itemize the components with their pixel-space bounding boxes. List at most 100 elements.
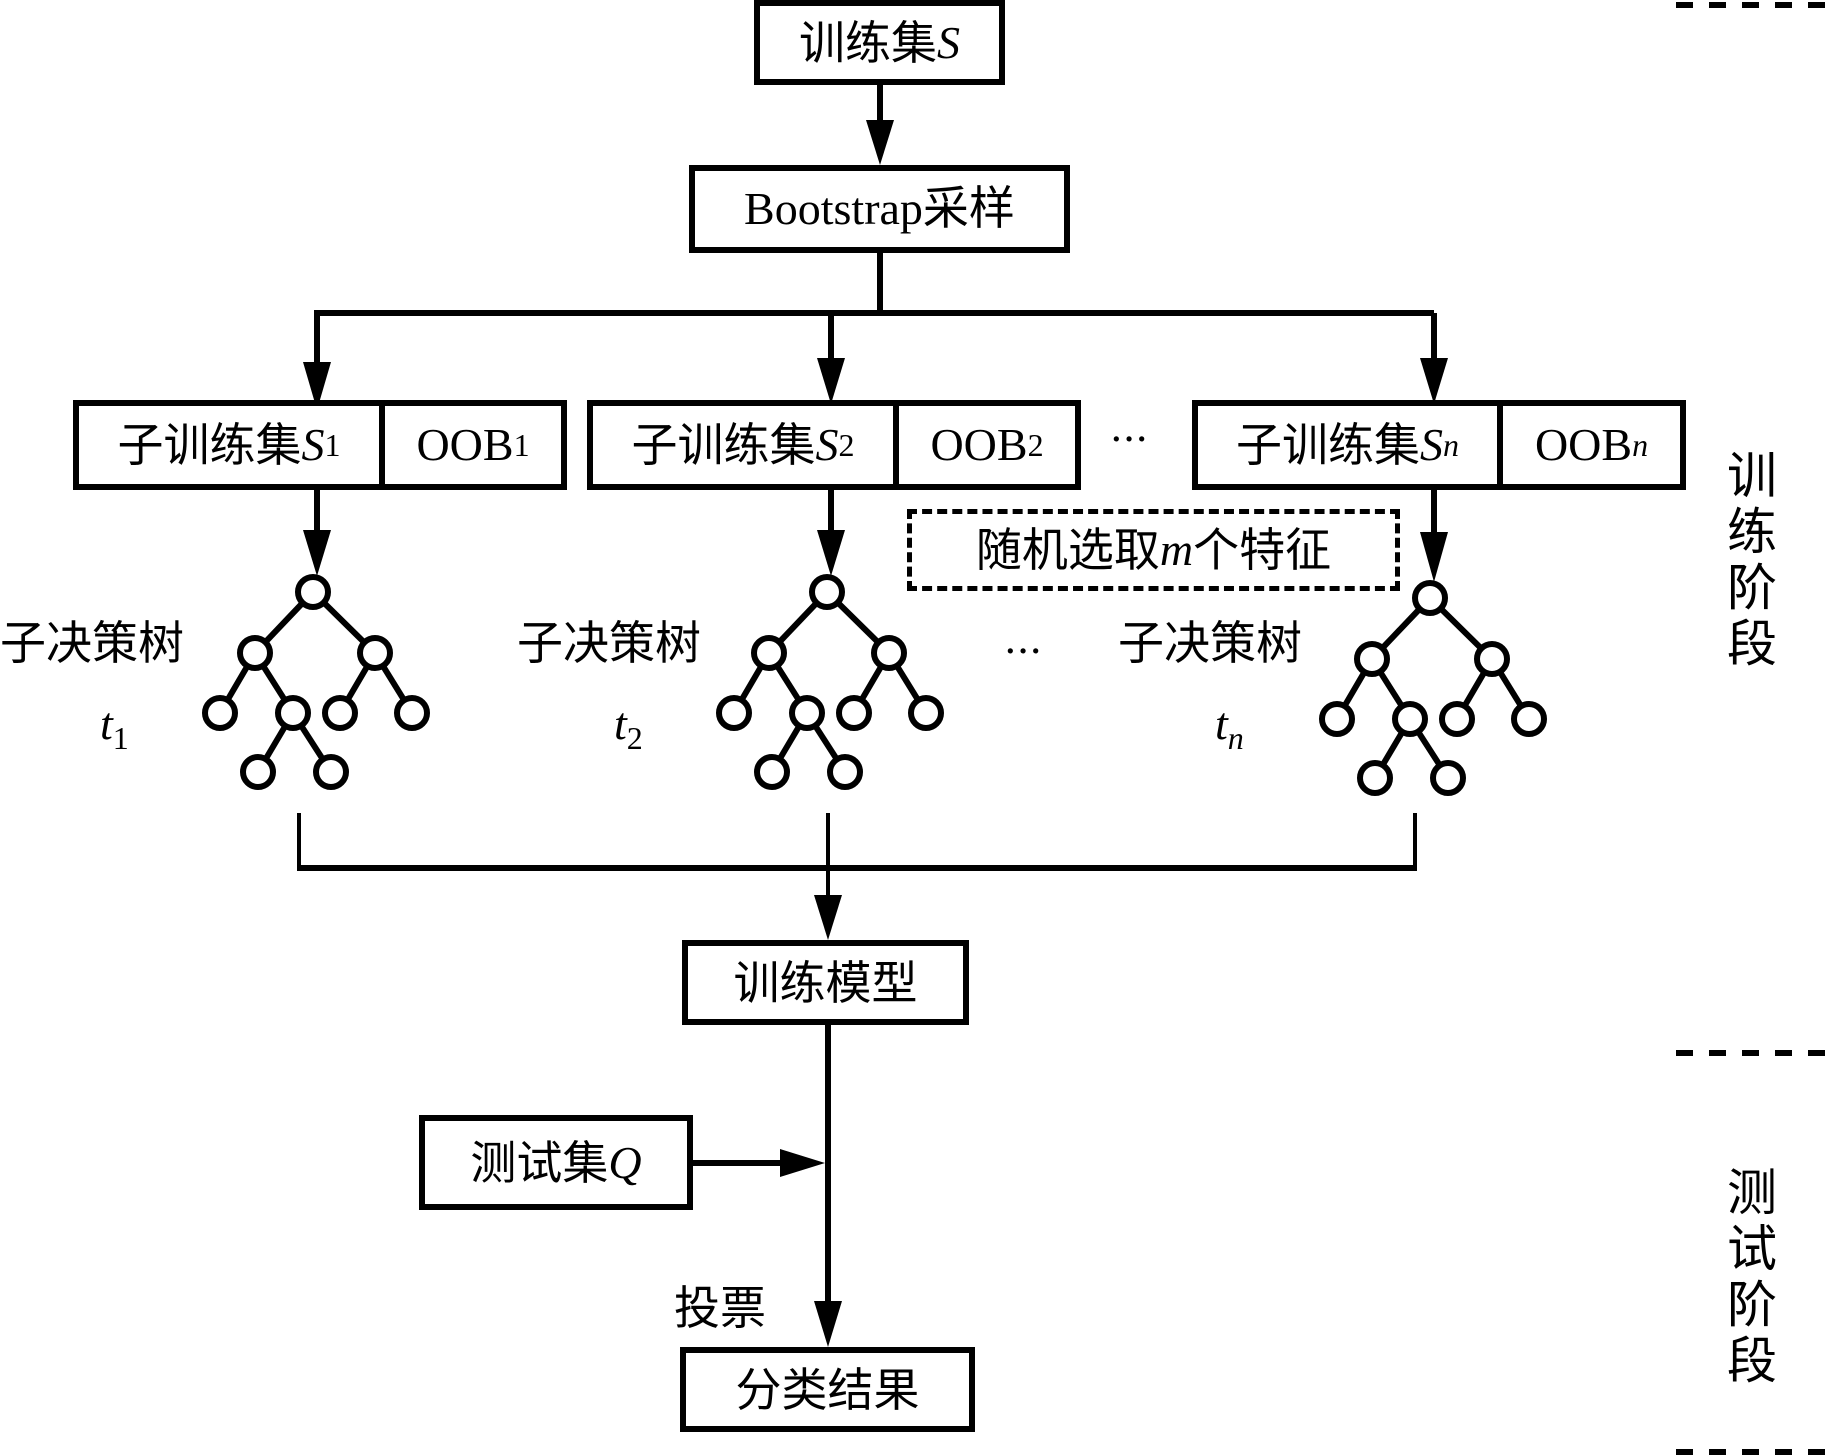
tree-n-var: t <box>1215 698 1228 749</box>
tree-edge <box>777 724 802 761</box>
tree-edge <box>224 664 251 702</box>
tree-node <box>1412 580 1448 616</box>
tree-node <box>202 695 238 731</box>
tree-node <box>789 695 825 731</box>
tree-2-id: t2 <box>614 698 643 755</box>
model-node: 训练模型 <box>682 940 969 1025</box>
model-label: 训练模型 <box>733 955 918 1010</box>
subset-1-var: S <box>301 419 325 470</box>
tree-node <box>751 635 787 671</box>
tree-node <box>836 695 872 731</box>
tree-node <box>716 695 752 731</box>
tree-edge <box>263 724 288 761</box>
tree-edge <box>812 723 840 762</box>
tree-edge <box>1341 670 1368 708</box>
tree-node <box>295 574 331 610</box>
arrowhead-s1 <box>303 362 331 410</box>
phase-label-testing: 测试阶段 <box>1727 1164 1777 1390</box>
tree-node <box>1439 701 1475 737</box>
tree-edge <box>894 664 921 702</box>
decision-tree-icon <box>202 574 430 790</box>
subset-2-var: S <box>815 419 839 470</box>
oob-n-label: OOB <box>1534 419 1633 470</box>
decision-tree-icon <box>1319 580 1547 796</box>
bootstrap-label: Bootstrap采样 <box>744 183 1015 234</box>
subset-1-label: 子训练集 <box>117 418 302 472</box>
training-set-label: 训练集 <box>799 15 937 70</box>
subset-n-label: 子训练集 <box>1236 418 1420 472</box>
tree-2-label: 子决策树 <box>517 616 701 670</box>
tree-node <box>1354 641 1390 677</box>
vote-label: 投票 <box>674 1281 766 1335</box>
arrowhead-sn <box>1420 358 1448 404</box>
tree-node <box>394 695 430 731</box>
tree-node <box>1430 760 1466 796</box>
tree-node <box>1357 760 1393 796</box>
tree-edge <box>835 600 881 645</box>
tree-edge <box>774 664 802 702</box>
arrowhead-test <box>780 1149 825 1177</box>
subset-2-label: 子训练集 <box>631 418 816 472</box>
oob-2-label: OOB <box>930 419 1028 470</box>
arrowhead-tree1 <box>303 530 331 576</box>
tree-node <box>1474 641 1510 677</box>
result-label: 分类结果 <box>735 1362 920 1417</box>
tree-1-label: 子决策树 <box>0 616 184 670</box>
tree-edge <box>321 600 367 645</box>
tree-node <box>313 754 349 790</box>
tree-1-var: t <box>100 698 113 749</box>
tree-1-sub: 1 <box>112 720 129 756</box>
tree-edge <box>1415 729 1443 768</box>
subset-n-sub: n <box>1443 427 1459 463</box>
tree-n-sub: n <box>1227 720 1244 756</box>
tree-node <box>322 695 358 731</box>
tree-node <box>357 635 393 671</box>
tree-edge <box>777 600 819 645</box>
tree-edge <box>738 664 765 702</box>
tree-node <box>237 635 273 671</box>
tree-edge <box>1497 670 1524 708</box>
tree-2-var: t <box>614 698 627 749</box>
tree-node <box>871 635 907 671</box>
subset-n-var: S <box>1420 419 1443 470</box>
tree-n-label: 子决策树 <box>1118 616 1302 670</box>
arrowhead-bootstrap <box>866 120 894 165</box>
test-set-label: 测试集 <box>470 1135 609 1190</box>
arrowhead-tree2 <box>817 530 845 576</box>
tree-edge <box>1438 606 1484 651</box>
tree-edge <box>298 723 326 762</box>
arrowhead-s2 <box>817 358 845 404</box>
result-node: 分类结果 <box>680 1347 975 1432</box>
oob-n-sub: n <box>1632 427 1649 463</box>
tree-2-sub: 2 <box>626 720 643 756</box>
decision-tree-icon <box>716 574 944 790</box>
phase-label-training: 训练阶段 <box>1727 447 1777 673</box>
arrowhead-model <box>814 895 842 940</box>
tree-edge <box>344 664 371 702</box>
tree-node <box>275 695 311 731</box>
tree-node <box>1511 701 1547 737</box>
tree-node <box>240 754 276 790</box>
tree-node <box>827 754 863 790</box>
tree-edge <box>1380 730 1405 767</box>
tree-n-id: tn <box>1215 698 1244 755</box>
feature-select-post: 个特征 <box>1193 523 1332 577</box>
feature-select-pre: 随机选取 <box>975 523 1160 577</box>
tree-ellipsis: ··· <box>1004 629 1043 675</box>
arrowhead-result <box>814 1301 842 1347</box>
tree-edge <box>1461 670 1488 708</box>
tree-edge <box>1377 670 1405 708</box>
tree-node <box>809 574 845 610</box>
